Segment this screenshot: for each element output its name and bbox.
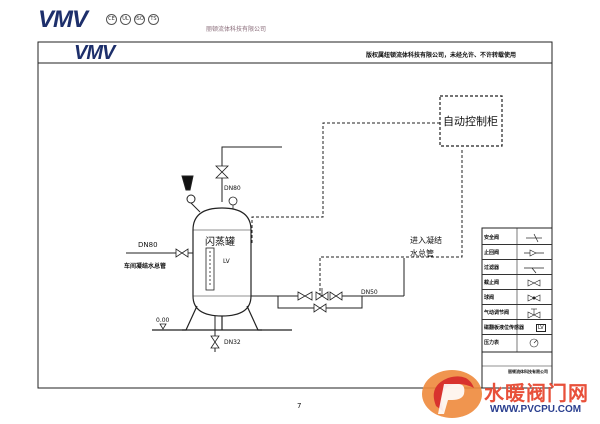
- legend-row: 球阀: [482, 292, 552, 305]
- cert-marks: CE UL ISO TS: [106, 14, 159, 25]
- ul-mark-icon: UL: [120, 14, 131, 25]
- watermark-title: 水暖阀门网: [484, 381, 589, 405]
- strainer-icon: [524, 267, 544, 274]
- inlet-size-label: DN80: [138, 241, 158, 249]
- outlet-desc-line1: 进入凝结: [410, 236, 442, 245]
- safety-valve-icon: [181, 175, 201, 213]
- check-valve-icon: [524, 249, 544, 257]
- level-gauge-column: [205, 247, 215, 291]
- pressure-gauge-icon: [228, 196, 238, 212]
- outlet-desc-line2: 水总管: [410, 249, 434, 258]
- header-company-name: 丽顿流体科技有限公司: [206, 26, 267, 33]
- legend-item-label: 气动调节阀: [484, 310, 510, 316]
- legend-footer-company: 丽顿流体科技有限公司: [508, 369, 548, 374]
- outlet-ball-valve-icon: [297, 291, 306, 301]
- outlet-size-label: DN50: [361, 289, 378, 296]
- globe-valve-icon: [527, 279, 541, 287]
- frame-logo: VMV: [74, 42, 115, 64]
- level-sensor-icon: LV: [536, 324, 546, 332]
- safety-valve-icon: [526, 233, 542, 243]
- pneumatic-valve-icon: [527, 308, 541, 319]
- legend-row: 过滤器: [482, 262, 552, 275]
- drawing-frame: [37, 41, 553, 389]
- pneumatic-control-valve-icon: [315, 291, 323, 301]
- copyright-notice: 版权属纽顿流体科技有限公司，未经允许、不许转载使用: [366, 52, 517, 59]
- legend-item-label: 止回阀: [484, 250, 500, 256]
- legend-item-label: 安全阀: [484, 235, 500, 241]
- legend-row: 磁翻板液位传感器 LV: [482, 322, 552, 335]
- control-lines: [251, 122, 463, 295]
- legend-row: 压力表: [482, 337, 552, 349]
- control-cabinet-label: 自动控制柜: [443, 115, 498, 128]
- legend-item-label: 磁翻板液位传感器: [484, 325, 525, 331]
- top-valve-icon: [215, 165, 229, 179]
- control-cabinet-box: [439, 95, 503, 147]
- legend-row: 止回阀: [482, 247, 552, 260]
- outlet-valves: [297, 288, 343, 313]
- top-piping: [221, 146, 282, 202]
- ball-valve-icon: [527, 294, 541, 302]
- outlet-check-valve-icon: [329, 291, 337, 301]
- flash-tank: [192, 207, 252, 317]
- legend-item-label: 过滤器: [484, 265, 500, 271]
- legend-row: 截止阀: [482, 277, 552, 290]
- header-logo: VMV: [38, 6, 88, 33]
- level-marker-label: 0.00: [156, 317, 170, 324]
- ts-mark-icon: TS: [148, 14, 159, 25]
- watermark-url: WWW.PVCPU.COM: [490, 404, 582, 415]
- top-size-label: DN80: [224, 185, 241, 192]
- watermark-logo-icon: [422, 370, 482, 418]
- page-number: 7: [297, 402, 302, 410]
- legend-item-label: 压力表: [484, 340, 500, 346]
- tank-label: 闪蒸罐: [205, 237, 235, 248]
- level-label: LV: [223, 258, 230, 265]
- iso-mark-icon: ISO: [134, 14, 145, 25]
- legend-item-label: 球阀: [484, 295, 495, 301]
- pressure-gauge-icon: [529, 338, 539, 348]
- outlet-pipe: [251, 258, 405, 309]
- level-marker-icon: [159, 323, 167, 330]
- drain-valve-icon: [210, 335, 220, 343]
- legend-row: 安全阀: [482, 232, 552, 245]
- inlet-check-valve-icon: [175, 248, 183, 258]
- bypass-valve-icon: [313, 303, 321, 313]
- ce-mark-icon: CE: [106, 14, 117, 25]
- legend-table: 安全阀 止回阀 过滤器 截止阀 球阀 气动调节阀 磁翻板液位传感器: [482, 232, 552, 352]
- legend-item-label: 截止阀: [484, 280, 500, 286]
- drain-size-label: DN32: [224, 339, 241, 346]
- inlet-desc-label: 车间凝结水总管: [124, 263, 167, 270]
- legend-row: 气动调节阀: [482, 307, 552, 320]
